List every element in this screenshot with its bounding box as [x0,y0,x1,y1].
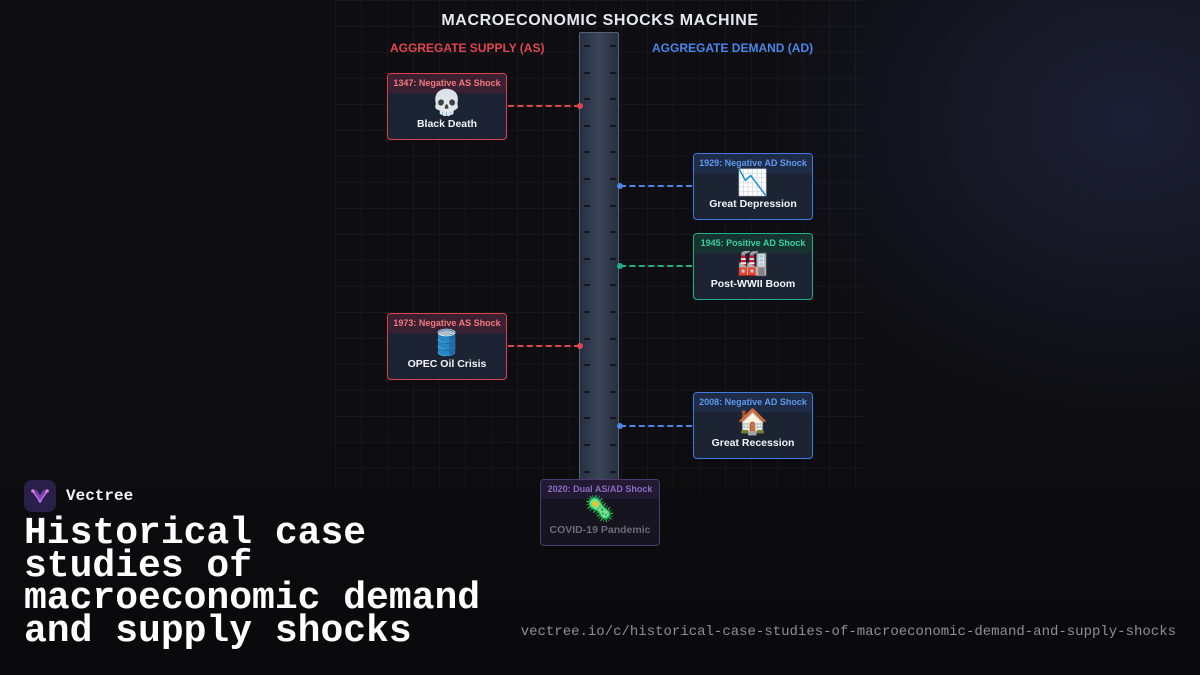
pillar-tick [584,471,590,473]
event-card-black-death: 1347: Negative AS Shock 💀 Black Death [387,73,507,140]
event-header: 2020: Dual AS/AD Shock [541,480,659,499]
pillar-tick [610,311,616,313]
connector-1929 [620,185,692,187]
pillar-tick [584,151,590,153]
pillar-tick [584,72,590,74]
vectree-logo-icon [24,480,56,512]
event-header: 2008: Negative AD Shock [694,393,812,412]
pillar-tick [610,125,616,127]
pillar-tick [584,311,590,313]
event-name: Great Recession [711,437,795,449]
pillar-tick [584,444,590,446]
event-name: OPEC Oil Crisis [407,358,487,370]
factory-icon: 🏭 [737,249,769,277]
pillar-tick [584,364,590,366]
pillar-tick [610,444,616,446]
pillar-tick [584,417,590,419]
house-icon: 🏠 [737,408,769,436]
pillar-tick [610,471,616,473]
diagram-title: MACROECONOMIC SHOCKS MACHINE [441,12,759,29]
timeline-pillar [579,32,619,492]
pillar-tick [610,178,616,180]
event-header: 1973: Negative AS Shock [388,314,506,333]
pillar-tick [610,284,616,286]
event-name: Great Depression [709,198,797,210]
connector-dot-1945 [617,263,623,269]
event-header: 1945: Positive AD Shock [694,234,812,253]
skull-icon: 💀 [431,89,463,117]
brand: Vectree [24,479,133,513]
pillar-tick [584,258,590,260]
pillar-tick [610,231,616,233]
event-header: 1929: Negative AD Shock [694,154,812,173]
connector-1945 [620,265,692,267]
pillar-tick [610,45,616,47]
oil-drum-icon: 🛢️ [431,329,463,357]
connector-1347 [508,105,580,107]
event-name: Post-WWII Boom [710,278,796,290]
page-url[interactable]: vectree.io/c/historical-case-studies-of-… [520,624,1176,640]
page-headline: Historical case studies of macroeconomic… [24,512,481,653]
pillar-tick [610,391,616,393]
event-header: 1347: Negative AS Shock [388,74,506,93]
supply-column-label: AGGREGATE SUPPLY (AS) [390,41,545,55]
event-name: COVID-19 Pandemic [549,524,651,536]
connector-1973 [508,345,580,347]
event-card-covid-19-pandemic: 2020: Dual AS/AD Shock 🦠 COVID-19 Pandem… [540,479,660,546]
virus-icon: 🦠 [584,495,616,523]
event-card-opec-oil-crisis: 1973: Negative AS Shock 🛢️ OPEC Oil Cris… [387,313,507,380]
pillar-tick [584,45,590,47]
connector-dot-1973 [577,343,583,349]
pillar-tick [610,205,616,207]
event-name: Black Death [416,118,478,130]
pillar-tick [584,231,590,233]
pillar-tick [584,391,590,393]
pillar-tick [584,338,590,340]
connector-dot-1929 [617,183,623,189]
pillar-tick [610,72,616,74]
pillar-tick [610,258,616,260]
pillar-tick [610,417,616,419]
connector-2008 [620,425,692,427]
event-card-great-depression: 1929: Negative AD Shock 📉 Great Depressi… [693,153,813,220]
event-card-great-recession: 2008: Negative AD Shock 🏠 Great Recessio… [693,392,813,459]
connector-dot-2008 [617,423,623,429]
pillar-tick [610,151,616,153]
pillar-tick [584,98,590,100]
pillar-tick [584,125,590,127]
brand-name: Vectree [66,487,134,505]
pillar-tick [610,98,616,100]
chart-decreasing-icon: 📉 [737,169,769,197]
pillar-tick [584,178,590,180]
pillar-tick [584,205,590,207]
connector-dot-1347 [577,103,583,109]
pillar-tick [584,284,590,286]
demand-column-label: AGGREGATE DEMAND (AD) [652,41,814,55]
pillar-tick [610,364,616,366]
event-card-post-wwii-boom: 1945: Positive AD Shock 🏭 Post-WWII Boom [693,233,813,300]
pillar-tick [610,338,616,340]
